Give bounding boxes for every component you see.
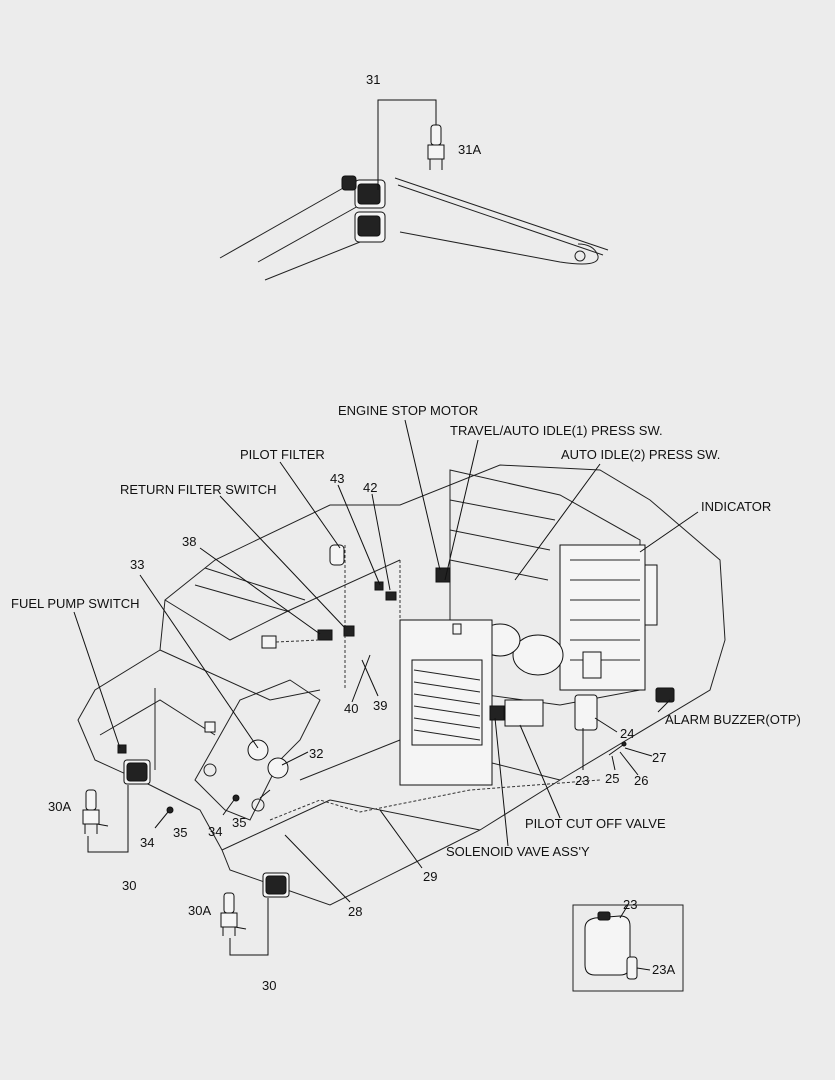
callout-23-inset: 23	[623, 897, 637, 912]
label-solenoid-valve: SOLENOID VAVE ASS'Y	[446, 844, 590, 859]
label-return-filter-switch: RETURN FILTER SWITCH	[120, 482, 276, 497]
callout-35-left: 35	[173, 825, 187, 840]
part-23a-icon	[626, 956, 638, 980]
label-pilot-filter: PILOT FILTER	[240, 447, 325, 462]
label-pilot-cut-off-valve: PILOT CUT OFF VALVE	[525, 816, 666, 831]
upper-structure	[77, 464, 726, 906]
bulb-31a-icon	[427, 124, 445, 170]
callout-28: 28	[348, 904, 362, 919]
callout-30a-left: 30A	[48, 799, 71, 814]
bulb-30a-left-icon	[82, 789, 109, 834]
callout-30-left: 30	[122, 878, 136, 893]
alarm-buzzer-part	[655, 687, 675, 703]
callout-30-bottom: 30	[262, 978, 276, 993]
callout-31a: 31A	[458, 142, 481, 157]
reservoir-tank-23-icon	[584, 915, 631, 976]
radiator	[559, 544, 646, 691]
callout-40: 40	[344, 701, 358, 716]
leader-lines	[73, 419, 699, 956]
callout-30a-bottom: 30A	[188, 903, 211, 918]
pilot-cut-off-valve-body	[504, 699, 544, 727]
engine-assembly	[117, 469, 675, 821]
pilot-filter-part	[329, 544, 345, 566]
label-alarm-buzzer: ALARM BUZZER(OTP)	[665, 712, 801, 727]
callout-32: 32	[309, 746, 323, 761]
callout-27: 27	[652, 750, 666, 765]
callout-43: 43	[330, 471, 344, 486]
label-auto-idle-2: AUTO IDLE(2) PRESS SW.	[561, 447, 720, 462]
callout-39: 39	[373, 698, 387, 713]
callout-29: 29	[423, 869, 437, 884]
label-engine-stop-motor: ENGINE STOP MOTOR	[338, 403, 478, 418]
inset-box-23: 23 23A	[572, 897, 684, 992]
callout-23: 23	[575, 773, 589, 788]
callout-24: 24	[620, 726, 634, 741]
bulb-30a-bottom-icon	[220, 892, 247, 936]
callout-23a: 23A	[652, 962, 675, 977]
label-indicator: INDICATOR	[701, 499, 771, 514]
callout-34-left: 34	[140, 835, 154, 850]
callout-35-mid: 35	[232, 815, 246, 830]
part-labels: ENGINE STOP MOTOR TRAVEL/AUTO IDLE(1) PR…	[11, 403, 801, 859]
callout-33: 33	[130, 557, 144, 572]
callout-26: 26	[634, 773, 648, 788]
callout-42: 42	[363, 480, 377, 495]
boom-lamp-assembly: 31 31A	[219, 72, 609, 281]
work-lamp-left-30	[123, 759, 151, 785]
label-travel-auto-idle: TRAVEL/AUTO IDLE(1) PRESS SW.	[450, 423, 663, 438]
callout-31: 31	[366, 72, 380, 87]
callout-38: 38	[182, 534, 196, 549]
callout-25: 25	[605, 771, 619, 786]
reservoir-tank	[574, 694, 598, 731]
callout-34-mid: 34	[208, 824, 222, 839]
label-fuel-pump-switch: FUEL PUMP SWITCH	[11, 596, 140, 611]
work-lamp-bottom-30	[262, 872, 290, 898]
callout-numbers: 43 42 38 33 40 39 32 24 27 25 26 23 30A …	[48, 471, 666, 993]
